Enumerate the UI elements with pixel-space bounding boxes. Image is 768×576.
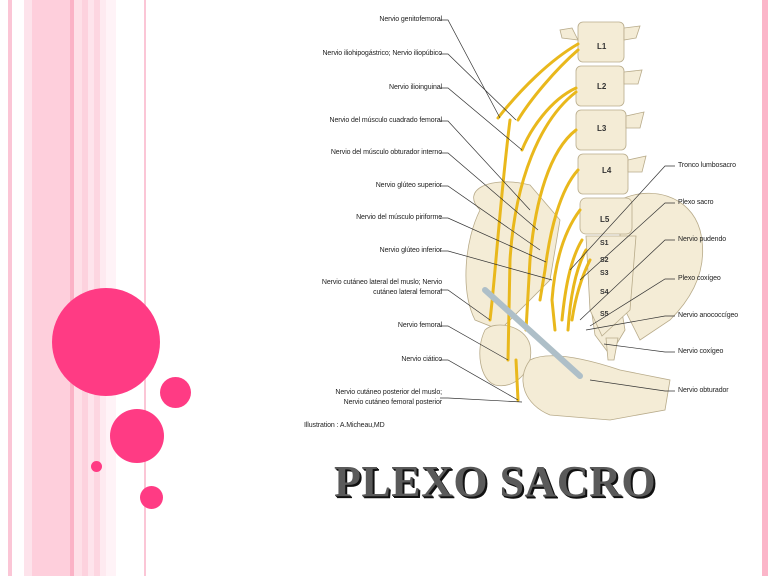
label-obturator-internus: Nervio del músculo obturador interno: [330, 149, 442, 156]
label-inferior-gluteal: Nervio glúteo inferior: [379, 247, 442, 254]
illustration-credit: Illustration : A.Micheau,MD: [304, 422, 385, 429]
decor-circle-tiny: [91, 461, 102, 472]
anatomy-illustration: [440, 19, 704, 421]
label-anococcygeal: Nervio anococcígeo: [678, 312, 739, 319]
sacral-plexus-diagram: Nervio genitofemoral Nervio iliohipogást…: [290, 0, 750, 440]
slide-title: PLEXO SACRO: [334, 457, 657, 506]
label-coccygeal-plexus: Plexo coxígeo: [678, 275, 721, 282]
decor-stripe: [24, 0, 32, 576]
decor-stripe: [70, 0, 74, 576]
label-lateral-cutaneous-2: cutáneo lateral femoral: [373, 289, 442, 296]
label-superior-gluteal: Nervio glúteo superior: [375, 182, 442, 189]
label-lumbosacral-trunk: Tronco lumbosacro: [678, 162, 736, 169]
vertebra-s1: S1: [600, 240, 609, 247]
label-piriformis: Nervio del músculo piriforme: [356, 214, 442, 221]
label-pudendal: Nervio pudendo: [678, 236, 727, 243]
label-sciatic: Nervio ciático: [401, 356, 442, 363]
label-obturator: Nervio obturador: [678, 387, 729, 394]
decor-stripe: [88, 0, 94, 576]
decor-stripe: [74, 0, 82, 576]
vertebra-l3: L3: [597, 124, 607, 133]
decor-stripe: [32, 0, 70, 576]
label-genitofemoral: Nervio genitofemoral: [379, 16, 442, 23]
label-sacral-plexus: Plexo sacro: [678, 199, 714, 206]
label-lateral-cutaneous-1: Nervio cutáneo lateral del muslo; Nervio: [321, 279, 442, 286]
label-femoral: Nervio femoral: [397, 322, 442, 329]
label-posterior-cutaneous-1: Nervio cutáneo posterior del muslo;: [335, 389, 442, 396]
label-quadratus-femoris: Nervio del músculo cuadrado femoral: [329, 117, 443, 124]
label-posterior-cutaneous-2: Nervio cutáneo femoral posterior: [343, 399, 442, 406]
vertebra-l2: L2: [597, 82, 607, 91]
label-iliohypogastric: Nervio iliohipogástrico; Nervio iliopúbi…: [322, 50, 442, 57]
vertebra-s2: S2: [600, 257, 609, 264]
decor-circle-small: [160, 377, 191, 408]
label-ilioinguinal: Nervio ilioinguinal: [389, 84, 442, 91]
label-coccygeal: Nervio coxígeo: [678, 348, 724, 355]
decor-circle-medium: [110, 409, 164, 463]
vertebra-l1: L1: [597, 42, 607, 51]
vertebra-s3: S3: [600, 270, 609, 277]
decor-stripe-right: [762, 0, 768, 576]
vertebra-s5: S5: [600, 311, 609, 318]
decor-circle-small-bottom: [140, 486, 163, 509]
vertebra-l5: L5: [600, 215, 610, 224]
decor-stripe: [82, 0, 88, 576]
decor-circle-large: [52, 288, 160, 396]
decor-stripe: [8, 0, 12, 576]
vertebra-l4: L4: [602, 166, 612, 175]
decor-stripe: [144, 0, 146, 576]
vertebra-s4: S4: [600, 289, 609, 296]
